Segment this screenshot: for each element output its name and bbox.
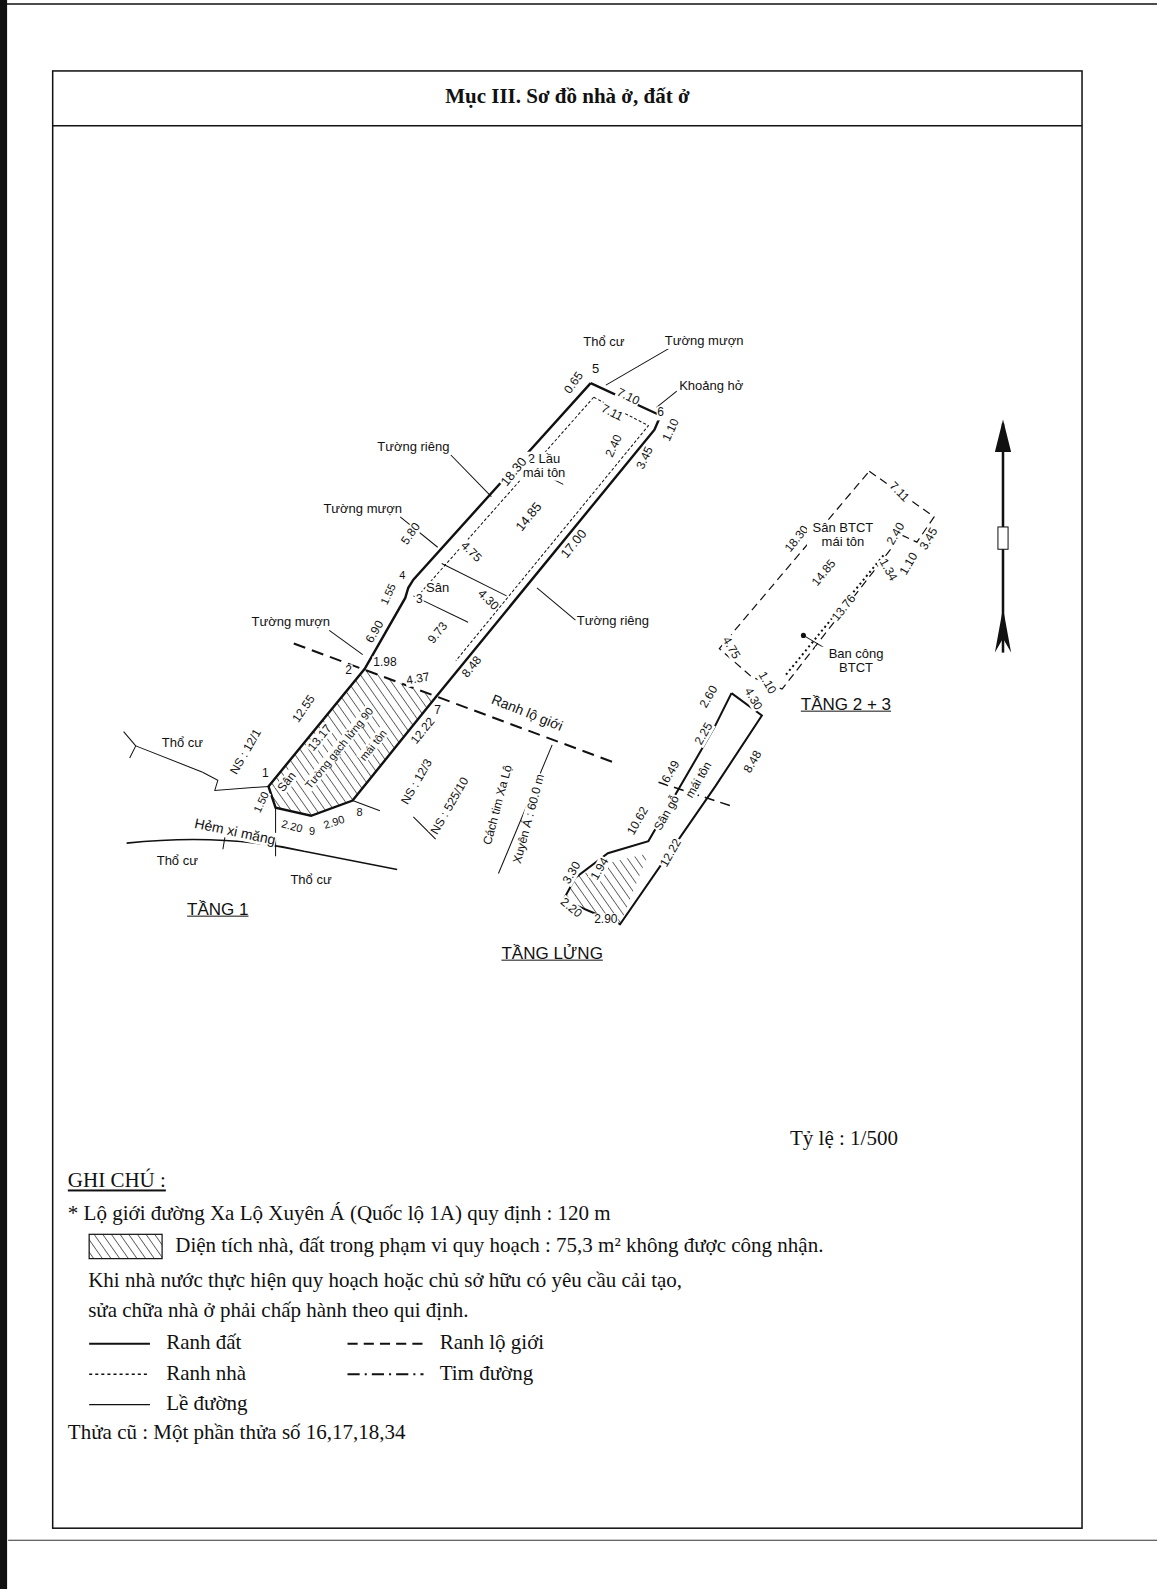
plan-label: 10.62 bbox=[625, 803, 652, 837]
plan-label: Thổ cư bbox=[289, 873, 332, 887]
plan-label: 2.60 bbox=[697, 683, 721, 712]
plan-label: Ranh lộ giới bbox=[488, 692, 565, 735]
plan-label: 2.25 bbox=[692, 719, 716, 748]
plan-label: 4.75 bbox=[719, 634, 743, 663]
plan-label: 2.90 bbox=[593, 913, 618, 926]
plan-label: NS : 12/3 bbox=[399, 756, 436, 808]
plan-label: 1.10 bbox=[897, 550, 921, 579]
legend-text: Ranh lộ giới bbox=[439, 1332, 545, 1355]
plan-label: Tường riêng bbox=[376, 440, 450, 454]
plan-label: Thổ cư bbox=[582, 335, 625, 349]
plan-label: NS : 12/1 bbox=[227, 726, 264, 778]
plan-label: 2.90 bbox=[321, 812, 347, 831]
plan-label: mái tôn bbox=[683, 759, 715, 801]
plan-label: Khoảng hở bbox=[678, 379, 744, 393]
plan-label: 12.22 bbox=[657, 836, 684, 870]
plan-label: Tường riêng bbox=[576, 614, 650, 628]
plan-label: Sân BTCT mái tôn bbox=[807, 521, 879, 550]
plan-label: 2 bbox=[344, 664, 353, 677]
plan-label: TẦNG 1 bbox=[186, 900, 249, 919]
plan-label: TẦNG 2 + 3 bbox=[800, 696, 892, 715]
plan-label: 3.45 bbox=[634, 444, 657, 473]
plan-label: 8.48 bbox=[741, 748, 765, 777]
plan-label: Thổ cư bbox=[161, 735, 204, 749]
plan-label: 1.50 bbox=[251, 789, 272, 815]
plan-label: 7.11 bbox=[598, 402, 626, 425]
legend-swatch bbox=[89, 1234, 162, 1258]
plan-label: 2.40 bbox=[884, 520, 908, 549]
plan-label: 3.45 bbox=[917, 525, 941, 554]
legend-text: Tim đường bbox=[439, 1362, 535, 1385]
plan-label: 1.55 bbox=[378, 581, 399, 607]
plan-label: Tường mượn bbox=[664, 334, 745, 348]
plan-label: Thửa cũ : Một phần thửa số 16,17,18,34 bbox=[67, 1421, 407, 1444]
plan-label: * Lộ giới đường Xa Lộ Xuyên Á (Quốc lộ 1… bbox=[67, 1202, 612, 1225]
legend-text: Ranh nhà bbox=[165, 1362, 247, 1385]
plan-label: 3.30 bbox=[560, 859, 584, 888]
plan-label: 12.55 bbox=[289, 692, 318, 726]
plan-label: 9 bbox=[308, 825, 316, 837]
plan-label: 4.30 bbox=[475, 586, 502, 613]
plan-label: 1 bbox=[261, 767, 270, 780]
plan-label: sửa chữa nhà ở phải chấp hành theo qui đ… bbox=[87, 1299, 469, 1322]
plan-label: 12.22 bbox=[408, 715, 438, 748]
plan-label: Sân bbox=[274, 769, 299, 795]
plan-label: Hẻm xi măng bbox=[192, 815, 278, 848]
plan-label: 7.10 bbox=[614, 386, 643, 409]
plan-label: Tường mượn bbox=[322, 501, 403, 515]
plan-label: 6.90 bbox=[363, 618, 387, 647]
plan-label: 3 bbox=[415, 593, 424, 606]
plan-label: 4 bbox=[398, 569, 406, 581]
plan-label: 4.30 bbox=[741, 685, 765, 714]
plan-label: 2.20 bbox=[279, 817, 305, 835]
plan-label: 6.49 bbox=[659, 758, 683, 787]
plan-label: 1.98 bbox=[372, 656, 397, 669]
plan-label: 13.76 bbox=[829, 591, 859, 624]
plan-label: mái tôn bbox=[356, 726, 389, 763]
plan-label: TẦNG LỬNG bbox=[500, 945, 603, 964]
plan-label: 14.85 bbox=[808, 557, 838, 590]
plan-label: 7.11 bbox=[885, 479, 912, 506]
plot-boundary bbox=[268, 383, 660, 816]
plan-label: Sân bbox=[425, 580, 450, 594]
plan-label: Tường mượn bbox=[251, 615, 332, 629]
plan-label: 9.73 bbox=[425, 619, 451, 647]
page-edge bbox=[0, 0, 7, 1589]
plan-label: 2.20 bbox=[557, 895, 585, 921]
plan-label: 1.94 bbox=[588, 855, 612, 884]
upper-floor-outline bbox=[719, 471, 934, 689]
mezzanine-outline bbox=[563, 693, 762, 924]
plan-label: NS : 525/10 bbox=[428, 775, 472, 838]
plan-label: Ban công BTCT bbox=[815, 646, 897, 675]
plan-label: 0.65 bbox=[562, 369, 587, 397]
plan-label: 2.40 bbox=[603, 431, 626, 460]
plan-label: 6 bbox=[656, 407, 665, 420]
plan-label: 5.80 bbox=[399, 520, 424, 548]
plan-label: 1.34 bbox=[875, 556, 899, 585]
plan-label: 5 bbox=[591, 362, 600, 376]
legend-text: Lề đường bbox=[165, 1393, 248, 1416]
frame bbox=[53, 71, 1082, 1528]
plan-label: 1.10 bbox=[755, 669, 779, 698]
plan-label: 4.37 bbox=[405, 670, 432, 687]
plan-label: 8 bbox=[356, 805, 364, 817]
plan-label: 14.85 bbox=[512, 499, 545, 535]
plan-label: 8.48 bbox=[459, 653, 485, 681]
plan-label: 7 bbox=[433, 705, 442, 718]
plan-label: 17.00 bbox=[558, 526, 591, 562]
plan-label: Tỷ lệ : 1/500 bbox=[789, 1127, 899, 1150]
legend-text: Ranh đất bbox=[165, 1332, 242, 1355]
sheet-title: Mục III. Sơ đồ nhà ở, đất ở bbox=[444, 86, 690, 109]
legend-text: Diện tích nhà, đất trong phạm vi quy hoạ… bbox=[174, 1235, 824, 1258]
plan-label: GHI CHÚ : bbox=[67, 1170, 167, 1193]
plan-label: 4.75 bbox=[457, 539, 484, 566]
plan-label: Thổ cư bbox=[156, 854, 199, 868]
leader-line bbox=[606, 349, 669, 385]
plan-label: Cách tim Xa Lộ bbox=[481, 763, 515, 848]
plan-label: Sân gỗ bbox=[651, 792, 682, 833]
plan-label: Xuyên Á : 60.0 m bbox=[510, 771, 547, 865]
plan-label: Khi nhà nước thực hiện quy hoạch hoặc ch… bbox=[87, 1269, 683, 1292]
